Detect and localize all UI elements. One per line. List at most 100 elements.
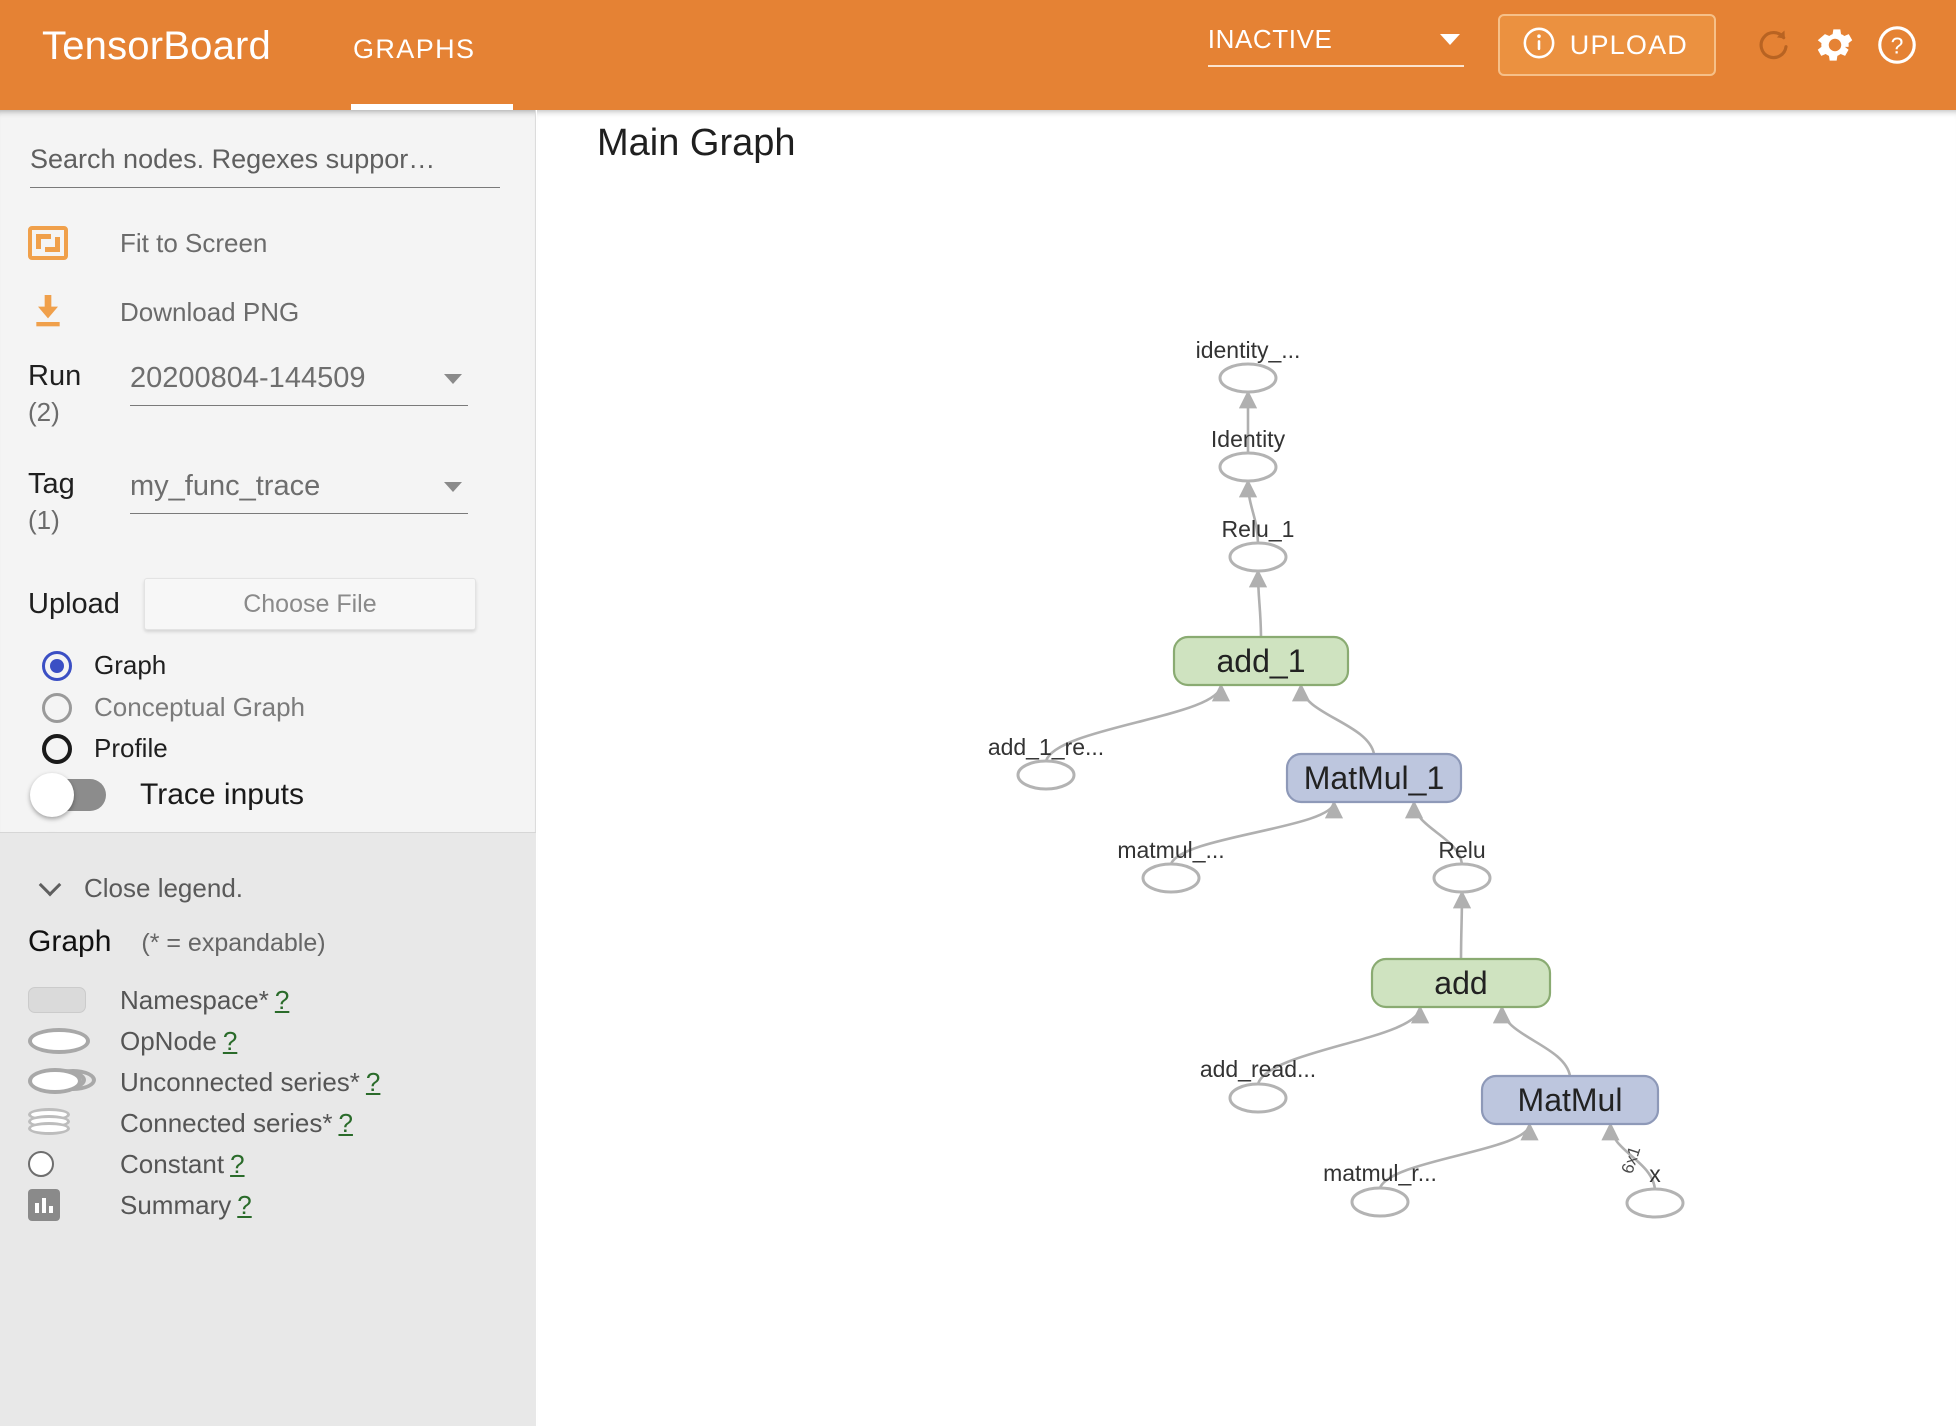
radio-graph-label: Graph	[94, 650, 167, 680]
run-status-select[interactable]: INACTIVE	[1207, 23, 1464, 67]
node-shape	[1218, 451, 1278, 483]
legend-item-connected-series: Connected series* ?	[28, 1108, 353, 1138]
tag-label-wrap: Tag (1)	[28, 468, 124, 534]
close-legend-label: Close legend.	[84, 873, 243, 903]
toggle-trace-inputs[interactable]: Trace inputs	[30, 773, 304, 817]
graph-node[interactable]: x	[1625, 1161, 1685, 1219]
legend-label-connected-series: Connected series*	[120, 1107, 333, 1138]
graph-node[interactable]: matmul_...	[1117, 837, 1225, 894]
graph-edge	[1248, 569, 1268, 638]
legend-help-namespace[interactable]: ?	[274, 984, 290, 1015]
connected-series-icon	[28, 1108, 120, 1138]
help-circle-icon[interactable]: ?	[1866, 14, 1928, 76]
edge-label: 6x1	[1618, 1144, 1645, 1176]
legend-panel: Close legend. Graph (* = expandable) Nam…	[0, 832, 536, 1426]
toggle-trace-inputs-label: Trace inputs	[140, 778, 304, 811]
fit-to-screen-button[interactable]: Fit to Screen	[28, 226, 267, 260]
graph-node[interactable]: MatMul_1	[1285, 752, 1463, 804]
legend-label-namespace: Namespace*	[120, 984, 269, 1015]
node-shape	[1370, 957, 1552, 1009]
legend-label-summary: Summary	[120, 1189, 232, 1220]
node-label: identity_...	[1196, 337, 1301, 363]
legend-help-unconnected-series[interactable]: ?	[365, 1066, 381, 1097]
constant-icon	[28, 1151, 120, 1177]
legend-item-unconnected-series: Unconnected series* ?	[28, 1067, 380, 1097]
search-input[interactable]	[30, 144, 500, 188]
graph-node[interactable]: add	[1370, 957, 1552, 1009]
upload-button[interactable]: UPLOAD	[1497, 14, 1716, 76]
legend-help-constant[interactable]: ?	[230, 1148, 245, 1179]
summary-icon	[28, 1189, 120, 1221]
run-label-wrap: Run (2)	[28, 360, 124, 426]
legend-label-opnode: OpNode	[120, 1025, 217, 1056]
chevron-down-icon	[1439, 33, 1460, 45]
graph-node[interactable]: add_read...	[1200, 1056, 1316, 1114]
tag-select[interactable]: my_func_trace	[130, 470, 468, 514]
node-label: Identity	[1211, 426, 1286, 452]
node-label: MatMul_1	[1304, 760, 1445, 796]
node-label: add	[1434, 965, 1487, 1001]
tag-value: my_func_trace	[130, 470, 321, 502]
node-shape	[1172, 635, 1350, 687]
radio-profile[interactable]: Profile	[42, 733, 168, 764]
node-label: Relu_1	[1222, 516, 1295, 542]
node-label: add_1_re...	[988, 734, 1104, 760]
graph-edge	[1291, 683, 1376, 755]
download-png-button[interactable]: Download PNG	[28, 290, 299, 335]
run-selector-row: Run (2) 20200804-144509	[28, 362, 468, 425]
close-legend-button[interactable]: Close legend.	[38, 873, 243, 904]
graph-node[interactable]: add_1_re...	[988, 734, 1104, 791]
graph-edge	[1404, 800, 1464, 865]
graph-node[interactable]: Relu_1	[1222, 516, 1295, 573]
radio-conceptual-graph[interactable]: Conceptual Graph	[42, 692, 305, 723]
graph-node[interactable]: identity_...	[1196, 337, 1301, 394]
node-shape	[1228, 541, 1288, 573]
upload-label: Upload	[28, 587, 120, 620]
run-status-value: INACTIVE	[1207, 23, 1333, 54]
app-body: Fit to Screen Download PNG Run (2) 20200…	[0, 110, 1956, 1426]
sidebar: Fit to Screen Download PNG Run (2) 20200…	[0, 110, 536, 1426]
legend-help-opnode[interactable]: ?	[222, 1025, 238, 1056]
node-label: MatMul	[1518, 1082, 1623, 1118]
legend-help-summary[interactable]: ?	[237, 1189, 252, 1220]
graph-edge	[1492, 1005, 1572, 1077]
node-shape	[1432, 862, 1492, 894]
run-label: Run	[28, 360, 82, 392]
node-label: add_1	[1217, 643, 1306, 679]
tab-graphs[interactable]: GRAPHS	[353, 34, 476, 64]
node-label: matmul_...	[1117, 837, 1224, 863]
download-png-label: Download PNG	[120, 297, 300, 327]
graph-node[interactable]: add_1	[1172, 635, 1350, 687]
radio-conceptual-label: Conceptual Graph	[94, 692, 306, 722]
tag-label: Tag	[28, 468, 75, 500]
namespace-icon	[28, 987, 120, 1013]
refresh-icon[interactable]	[1742, 14, 1804, 76]
node-shape	[1285, 752, 1463, 804]
graph-node[interactable]: Relu	[1432, 837, 1492, 894]
radio-profile-indicator	[42, 733, 72, 764]
header-actions: INACTIVE UPLOAD	[1207, 0, 1928, 90]
graph-node[interactable]: Identity	[1211, 426, 1286, 483]
legend-heading: Graph (* = expandable)	[28, 925, 326, 959]
run-select[interactable]: 20200804-144509	[130, 362, 468, 406]
legend-note: (* = expandable)	[141, 929, 326, 957]
fit-to-screen-icon	[28, 226, 68, 260]
node-label: x	[1649, 1161, 1661, 1187]
node-shape	[1218, 362, 1278, 394]
download-icon	[28, 290, 68, 335]
graph-node[interactable]: MatMul	[1480, 1074, 1660, 1126]
nav-tabs: GRAPHS	[331, 28, 513, 110]
info-circle-icon	[1522, 26, 1556, 65]
choose-file-button[interactable]: Choose File	[143, 578, 476, 630]
toggle-trace-inputs-switch[interactable]	[30, 773, 106, 817]
gear-icon[interactable]	[1804, 14, 1866, 76]
node-shape	[1625, 1187, 1685, 1219]
app-brand: TensorBoard	[42, 24, 271, 68]
graph-node[interactable]: matmul_r...	[1323, 1160, 1437, 1218]
legend-help-connected-series[interactable]: ?	[338, 1107, 353, 1138]
radio-graph[interactable]: Graph	[42, 650, 166, 681]
unconnected-series-icon	[28, 1068, 120, 1096]
